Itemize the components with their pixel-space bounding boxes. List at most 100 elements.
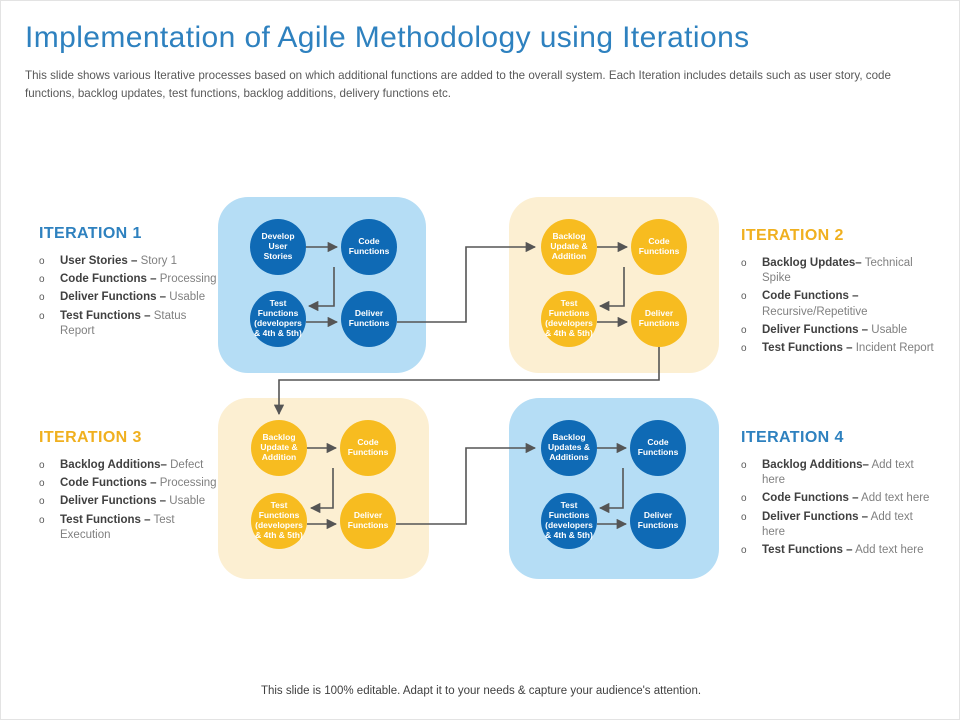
list-item-text: Backlog Updates– Technical Spike xyxy=(762,256,936,286)
list-item: o Code Functions – Recursive/Repetitive xyxy=(741,289,936,319)
bullet-marker: o xyxy=(741,291,747,303)
item-label: User Stories – xyxy=(60,255,138,267)
bullet-marker: o xyxy=(39,310,45,322)
node-code-functions-3: Code Functions xyxy=(340,420,396,476)
node-test-functions-4: Test Functions (developers & 4th & 5th) xyxy=(541,493,597,549)
bullet-marker: o xyxy=(741,324,747,336)
item-value: Add text here xyxy=(855,543,924,556)
list-item-text: Code Functions – Recursive/Repetitive xyxy=(762,289,936,319)
list-item-text: Test Functions – Incident Report xyxy=(762,341,934,356)
node-label: Code Functions xyxy=(638,236,680,256)
bullet-marker: o xyxy=(741,544,747,556)
item-label: Code Functions – xyxy=(762,290,859,303)
node-code-functions-1: Code Functions xyxy=(341,219,397,275)
list-item: o Test Functions – Status Report xyxy=(39,309,219,339)
bullet-marker: o xyxy=(39,292,45,304)
node-label: Test Functions (developers & 4th & 5th) xyxy=(545,298,593,338)
bullet-marker: o xyxy=(741,342,747,354)
iteration-3-heading: ITERATION 3 xyxy=(39,429,142,446)
item-label: Test Functions – xyxy=(60,309,151,322)
item-label: Code Functions – xyxy=(60,477,157,490)
list-item-text: Test Functions – Add text here xyxy=(762,543,924,558)
list-item-text: Code Functions – Processing xyxy=(60,476,217,491)
slide-subtitle: This slide shows various Iterative proce… xyxy=(25,69,891,100)
item-label: Deliver Functions – xyxy=(762,510,869,523)
list-item: o Code Functions – Processing xyxy=(39,476,219,491)
node-deliver-functions-1: Deliver Functions xyxy=(341,291,397,347)
item-value: Processing xyxy=(159,273,217,286)
list-item: o Code Functions – Processing xyxy=(39,272,219,287)
item-value: Incident Report xyxy=(855,341,934,354)
list-item-text: Test Functions – Status Report xyxy=(60,309,219,339)
item-label: Backlog Additions– xyxy=(762,459,869,471)
node-label: Backlog Update & Addition xyxy=(260,432,298,462)
item-value: Test Execution xyxy=(60,513,175,541)
item-value: Usable xyxy=(871,323,908,336)
item-value: Status Report xyxy=(60,309,187,337)
item-value: Recursive/Repetitive xyxy=(762,305,868,318)
node-label: Code Functions xyxy=(637,437,679,457)
bullet-marker: o xyxy=(741,460,747,471)
node-label: Deliver Functions xyxy=(348,308,390,328)
node-label: Test Functions (developers & 4th & 5th) xyxy=(254,298,302,338)
list-item-text: Deliver Functions – Usable xyxy=(60,494,205,509)
node-label: Code Functions xyxy=(348,236,390,256)
connector-iter1-to-iter2 xyxy=(397,241,537,323)
item-value: Usable xyxy=(169,291,206,304)
node-develop-user-stories: Develop User Stories xyxy=(250,219,306,275)
list-item-text: Deliver Functions – Usable xyxy=(762,323,907,338)
node-label: Test Functions (developers & 4th & 5th) xyxy=(545,500,593,540)
node-label: Deliver Functions xyxy=(347,510,389,530)
bullet-marker: o xyxy=(39,274,45,286)
node-backlog-update-2: Backlog Update & Addition xyxy=(541,219,597,275)
item-label: Backlog Additions– xyxy=(60,459,167,471)
bullet-marker: o xyxy=(39,256,45,267)
item-label: Test Functions – xyxy=(60,513,151,526)
connector-d1-code-to-test xyxy=(307,267,335,312)
iteration-4-heading: ITERATION 4 xyxy=(741,429,844,446)
list-item-text: Deliver Functions – Add text here xyxy=(762,510,936,540)
item-label: Deliver Functions – xyxy=(60,291,167,304)
list-item: o Deliver Functions – Add text here xyxy=(741,510,936,540)
item-value: Technical Spike xyxy=(762,257,913,285)
list-item-text: Backlog Additions– Add text here xyxy=(762,458,936,488)
list-item: o Backlog Additions– Add text here xyxy=(741,458,936,488)
iteration-2-heading: ITERATION 2 xyxy=(741,227,844,244)
list-item: o User Stories – Story 1 xyxy=(39,254,219,269)
item-value: Add text here xyxy=(762,510,913,538)
list-item-text: Test Functions – Test Execution xyxy=(60,513,219,543)
node-code-functions-4: Code Functions xyxy=(630,420,686,476)
item-label: Test Functions – xyxy=(762,543,853,556)
list-item: o Test Functions – Add text here xyxy=(741,543,936,558)
node-deliver-functions-4: Deliver Functions xyxy=(630,493,686,549)
item-value: Add text here xyxy=(861,492,930,505)
item-label: Backlog Updates– xyxy=(762,257,862,269)
item-label: Deliver Functions – xyxy=(762,323,869,336)
node-label: Deliver Functions xyxy=(637,510,679,530)
node-code-functions-2: Code Functions xyxy=(631,219,687,275)
node-test-functions-2: Test Functions (developers & 4th & 5th) xyxy=(541,291,597,347)
list-item: o Deliver Functions – Usable xyxy=(741,323,936,338)
iteration-3-diagram-box xyxy=(218,398,429,579)
node-label: Backlog Update & Addition xyxy=(550,231,588,261)
connector-d4-code-to-test xyxy=(598,468,624,514)
node-test-functions-1: Test Functions (developers & 4th & 5th) xyxy=(250,291,306,347)
connector-d3-code-to-test xyxy=(309,468,334,514)
node-label: Deliver Functions xyxy=(638,308,680,328)
node-label: Test Functions (developers & 4th & 5th) xyxy=(255,500,303,540)
item-label: Code Functions – xyxy=(762,492,859,505)
footer-note: This slide is 100% editable. Adapt it to… xyxy=(260,685,702,697)
list-item: o Deliver Functions – Usable xyxy=(39,494,219,509)
bullet-marker: o xyxy=(39,478,45,490)
iteration-1-panel: ITERATION 1 o User Stories – Story 1 o C… xyxy=(39,225,219,342)
item-value: Add text here xyxy=(762,459,914,487)
node-label: Code Functions xyxy=(347,437,389,457)
list-item: o Test Functions – Incident Report xyxy=(741,341,936,356)
item-label: Test Functions – xyxy=(762,341,853,354)
connector-iter2-to-iter3 xyxy=(273,347,660,416)
bullet-marker: o xyxy=(741,493,747,505)
item-value: Usable xyxy=(169,495,206,508)
bullet-marker: o xyxy=(39,460,45,471)
node-label: Backlog Updates & Additions xyxy=(547,432,591,462)
node-deliver-functions-2: Deliver Functions xyxy=(631,291,687,347)
